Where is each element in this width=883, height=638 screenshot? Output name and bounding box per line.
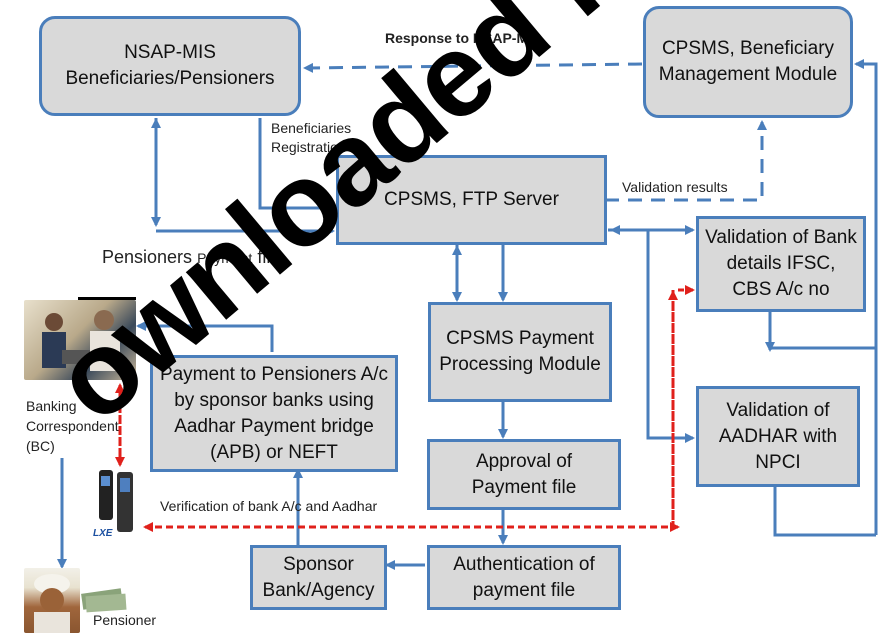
sponsor-bank-label: Sponsor Bank/Agency [262, 553, 375, 601]
banking-correspondent-photo [24, 300, 136, 380]
sponsor-bank-box: Sponsor Bank/Agency [250, 545, 387, 610]
validation-bank-box: Validation of Bank details IFSC, CBS A/c… [696, 216, 866, 312]
arrow-payment-to-bc [136, 321, 274, 352]
validation-bank-label: Validation of Bank details IFSC, CBS A/c… [705, 227, 857, 300]
arrow-trunk-to-bmm [854, 59, 878, 535]
payment-processing-box: CPSMS Payment Processing Module [428, 302, 612, 402]
bc-label-1: Banking [26, 398, 77, 414]
handheld-device-image: LXE [91, 468, 141, 544]
approval-label: Approval of Payment file [471, 450, 577, 498]
elderly-man-icon [34, 574, 70, 633]
cpsms-beneficiary-module-label: CPSMS, Beneficiary Management Module [658, 38, 838, 85]
red-arrow-to-val-bank [671, 285, 695, 527]
device-icon [99, 470, 133, 532]
verification-label: Verification of bank A/c and Aadhar [160, 498, 378, 514]
file-word: file [257, 247, 281, 267]
people-icon [42, 310, 120, 371]
pensioners-payment-file-label: Pensioners Payment file [102, 247, 280, 268]
pensioner-label: Pensioner [93, 612, 157, 628]
arrow-ftp-to-val-aadhar [646, 230, 695, 443]
nsap-mis-label: NSAP-MIS Beneficiaries/Pensioners [65, 42, 275, 89]
cpsms-ftp-server-box: CPSMS, FTP Server [336, 155, 607, 245]
money-icon [80, 585, 128, 613]
validation-results-label: Validation results [622, 179, 728, 195]
bc-label-3: (BC) [26, 438, 55, 454]
beneficiaries-registration-label-2: Registration [271, 139, 346, 155]
cpsms-ftp-server-label: CPSMS, FTP Server [384, 189, 559, 210]
payment-word: Payment [197, 250, 253, 266]
payment-to-pensioners-label: Payment to Pensioners A/c by sponsor ban… [159, 363, 389, 463]
authentication-box: Authentication of payment file [427, 545, 621, 610]
photo-top-line [78, 297, 136, 300]
device-brand-label: LXE [93, 528, 113, 539]
validation-aadhar-label: Validation of AADHAR with NPCI [718, 399, 838, 473]
payment-to-pensioners-box: Payment to Pensioners A/c by sponsor ban… [150, 355, 398, 472]
bc-label-2: Correspondent [26, 418, 119, 434]
arrow-validation-results [605, 120, 767, 202]
arrow-response-to-nsap [303, 62, 643, 73]
pensioner-photo [24, 568, 80, 633]
approval-box: Approval of Payment file [427, 439, 621, 510]
nsap-mis-box: NSAP-MIS Beneficiaries/Pensioners [39, 16, 301, 116]
response-label: Response to NSAP-MIS [385, 30, 542, 46]
beneficiaries-registration-label-1: Beneficiaries [271, 120, 352, 136]
cpsms-beneficiary-module-box: CPSMS, Beneficiary Management Module [643, 6, 853, 118]
authentication-label: Authentication of payment file [453, 553, 595, 601]
payment-processing-label: CPSMS Payment Processing Module [439, 328, 601, 375]
validation-aadhar-box: Validation of AADHAR with NPCI [696, 386, 860, 487]
pensioners-word: Pensioners [102, 247, 193, 267]
arrow-val-aadhar-out [773, 487, 876, 537]
arrow-registration [258, 118, 335, 213]
